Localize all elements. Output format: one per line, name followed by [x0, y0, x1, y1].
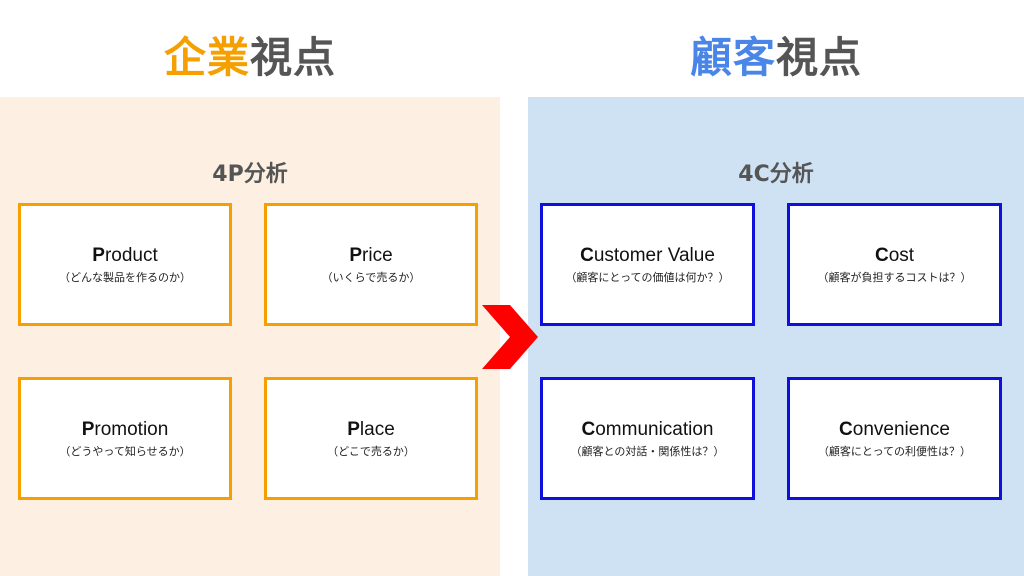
card-title: Communication — [581, 419, 713, 441]
card-place: Place （どこで売るか） — [264, 377, 478, 500]
card-title: Place — [347, 419, 395, 441]
card-communication: Communication （顧客との対話・関係性は？） — [540, 377, 755, 500]
4p-analysis-title: 4P分析 — [212, 162, 288, 187]
heading-rest: 視点 — [776, 33, 863, 82]
card-title: Product — [92, 245, 158, 267]
card-title: Price — [349, 245, 392, 267]
card-initial: P — [81, 418, 95, 440]
card-cost: Cost （顧客が負担するコストは？） — [787, 203, 1002, 326]
card-initial: C — [580, 244, 594, 266]
card-initial: P — [347, 418, 360, 440]
card-promotion: Promotion （どうやって知らせるか） — [18, 377, 232, 500]
card-title: Promotion — [82, 419, 169, 441]
card-title-rest: ost — [888, 244, 915, 266]
card-subtitle: （どこで売るか） — [327, 444, 415, 458]
card-convenience: Convenience （顧客にとっての利便性は？） — [787, 377, 1002, 500]
heading-accent: 顧客 — [689, 33, 776, 82]
card-title-rest: romotion — [94, 418, 169, 440]
4c-analysis-title: 4C分析 — [738, 162, 814, 187]
card-subtitle: （どうやって知らせるか） — [59, 444, 191, 458]
card-title: Cost — [875, 245, 914, 267]
company-perspective-heading: 企業視点 — [0, 28, 500, 88]
card-initial: C — [839, 418, 853, 440]
customer-perspective-heading: 顧客視点 — [528, 28, 1024, 88]
card-title-rest: rice — [362, 244, 393, 266]
card-subtitle: （顧客にとっての価値は何か？） — [565, 270, 730, 284]
card-subtitle: （いくらで売るか） — [321, 270, 421, 284]
card-customer-value: Customer Value （顧客にとっての価値は何か？） — [540, 203, 755, 326]
heading-rest: 視点 — [250, 33, 337, 82]
chevron-right-icon — [482, 305, 538, 369]
card-title-rest: lace — [359, 418, 395, 440]
card-subtitle: （顧客が負担するコストは？） — [817, 270, 972, 284]
card-price: Price （いくらで売るか） — [264, 203, 478, 326]
card-product: Product （どんな製品を作るのか） — [18, 203, 232, 326]
card-title-rest: ustomer Value — [593, 244, 715, 266]
card-initial: C — [874, 244, 889, 266]
card-initial: P — [349, 244, 363, 266]
card-subtitle: （顧客との対話・関係性は？） — [570, 444, 725, 458]
card-subtitle: （どんな製品を作るのか） — [59, 270, 191, 284]
heading-accent: 企業 — [163, 33, 250, 82]
card-initial: P — [92, 244, 105, 266]
card-subtitle: （顧客にとっての利便性は？） — [817, 444, 972, 458]
card-title: Convenience — [839, 419, 950, 441]
card-title-rest: roduct — [104, 244, 158, 266]
card-title-rest: onvenience — [852, 418, 950, 440]
card-initial: C — [581, 418, 596, 440]
card-title-rest: ommunication — [595, 418, 714, 440]
card-title: Customer Value — [580, 245, 715, 267]
